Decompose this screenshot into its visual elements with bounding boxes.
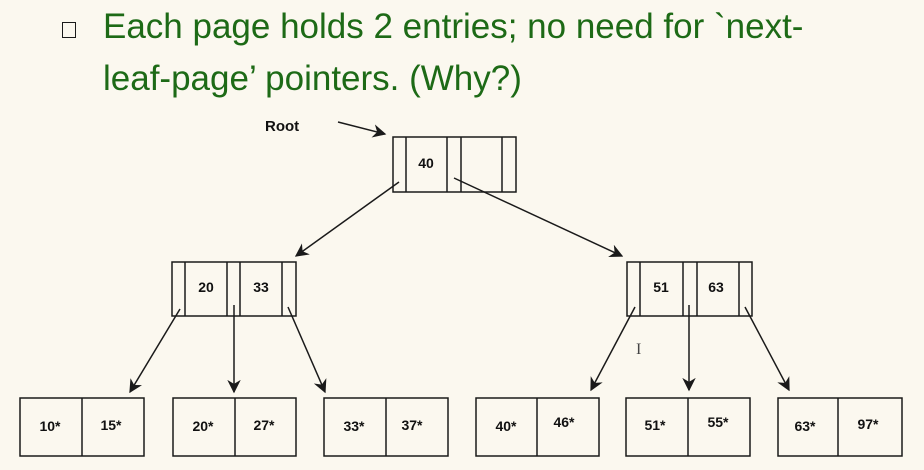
text-cursor-icon: I (636, 341, 642, 358)
leaf-node: 63* 97* (777, 397, 903, 457)
leaf-entry: 51* (644, 417, 666, 433)
internal-right-key-1: 51 (653, 279, 669, 295)
leaf-entry: 97* (857, 416, 879, 432)
root-key: 40 (418, 155, 434, 171)
root-node: 40 (392, 136, 517, 193)
internal-left-key-1: 20 (198, 279, 214, 295)
leaf-entry: 15* (100, 417, 122, 433)
leaf-entry: 46* (553, 414, 575, 430)
pointer-right-3 (744, 306, 790, 392)
pointer-left-1 (129, 308, 181, 394)
leaf-node: 51* 55* (625, 397, 751, 457)
internal-left-key-2: 33 (253, 279, 269, 295)
pointer-root-left (294, 181, 400, 257)
leaf-node: 20* 27* (172, 397, 297, 457)
bullet-text-line-2: leaf-page’ pointers. (Why?) (103, 59, 522, 98)
leaf-entry: 55* (707, 414, 729, 430)
leaf-entry: 40* (495, 418, 517, 434)
root-pointer-arrow (337, 121, 387, 138)
pointer-root-right (453, 177, 624, 258)
pointer-right-1 (590, 306, 636, 392)
leaf-entry: 63* (794, 418, 816, 434)
internal-right-key-2: 63 (708, 279, 724, 295)
leaf-entry: 33* (343, 418, 365, 434)
leaf-entry: 27* (253, 417, 275, 433)
bullet-text-line-1: Each page holds 2 entries; no need for `… (103, 7, 804, 46)
leaf-entry: 10* (39, 418, 61, 434)
root-label: Root (265, 118, 299, 135)
leaf-node: 40* 46* (475, 397, 600, 457)
pointer-left-3 (287, 306, 327, 394)
square-bullet-icon (62, 22, 76, 38)
leaf-node: 10* 15* (19, 397, 145, 457)
leaf-entry: 37* (401, 417, 423, 433)
internal-node-left: 20 33 (171, 261, 297, 317)
leaf-node: 33* 37* (323, 397, 449, 457)
leaf-entry: 20* (192, 418, 214, 434)
